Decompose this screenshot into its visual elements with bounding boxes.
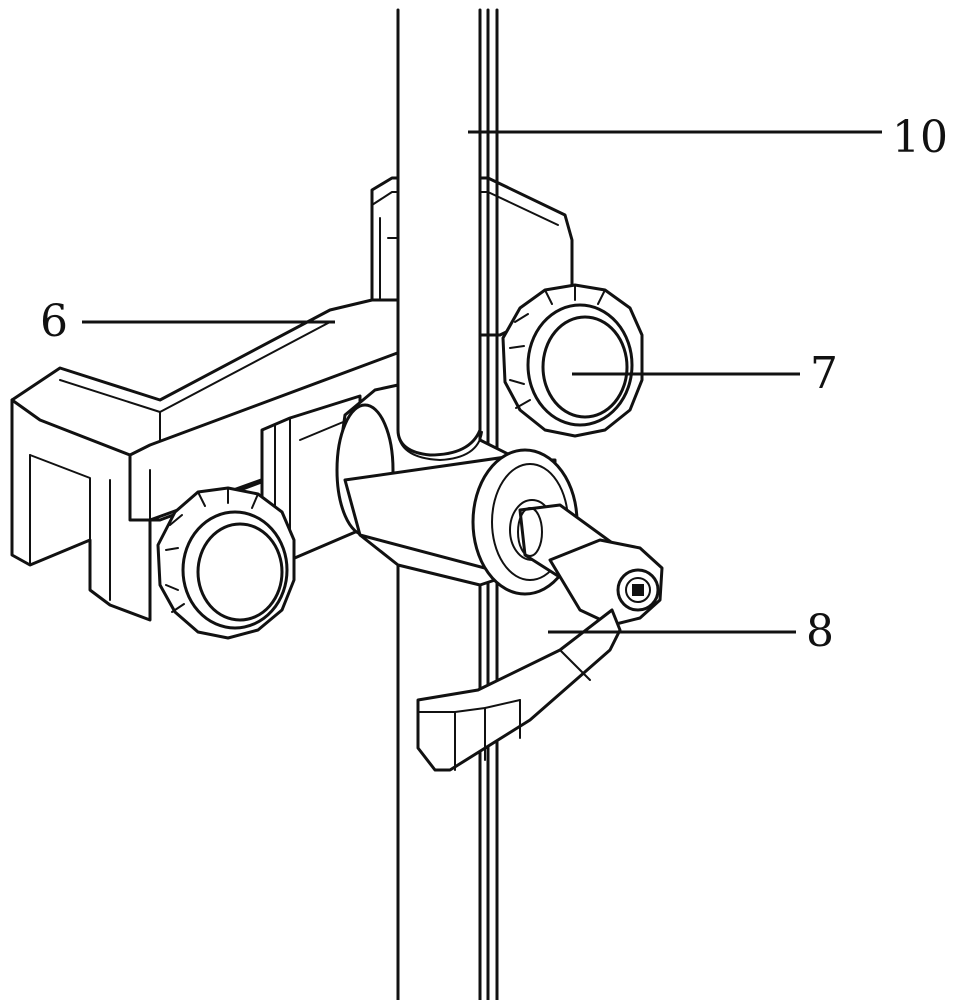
- callout-6: 6: [40, 296, 68, 347]
- right-knob: [501, 283, 644, 438]
- callout-7: 7: [810, 348, 838, 399]
- callout-8: 8: [806, 606, 834, 657]
- leader-lines: [82, 130, 882, 634]
- cam-lever: [416, 503, 664, 772]
- left-knob: [156, 486, 296, 640]
- callout-10: 10: [892, 112, 948, 163]
